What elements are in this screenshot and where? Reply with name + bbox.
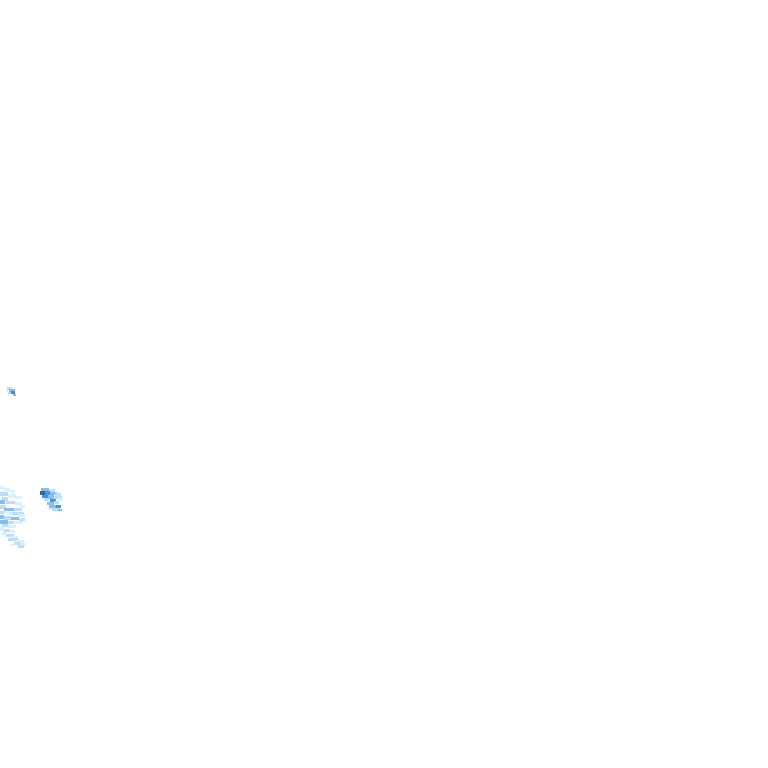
radar-echo-cell (55, 493, 61, 496)
radar-echo-cell (2, 524, 8, 527)
radar-echo-cell (12, 512, 24, 515)
radar-echo-cell (4, 529, 10, 532)
radar-echo-cell (0, 500, 5, 504)
radar-echo-cell (18, 514, 25, 517)
radar-echo-cell (18, 545, 24, 548)
radar-echo-cell (6, 390, 8, 392)
radar-echo-cell (0, 511, 5, 514)
radar-echo-cell (14, 521, 23, 524)
radar-echo-cell (41, 488, 49, 491)
radar-echo-cell (8, 538, 18, 541)
radar-echo-cell (54, 501, 59, 504)
radar-echo-cell (0, 515, 4, 519)
radar-echo-cell (13, 394, 16, 396)
radar-echo-cell (20, 543, 26, 546)
radar-echo-cell (0, 486, 4, 489)
broad-echo-southwest (0, 486, 26, 548)
radar-echo-cell (8, 521, 14, 524)
radar-echo-cell (40, 491, 45, 495)
radar-echo-cell (50, 492, 57, 495)
radar-echo-cell (20, 505, 25, 508)
radar-echo-cell (54, 496, 62, 499)
radar-echo-cell (6, 512, 12, 515)
radar-echo-cell (0, 527, 4, 531)
compact-echo-south (40, 488, 63, 511)
radar-echo-cell (47, 502, 54, 505)
radar-echo-cell (12, 536, 18, 539)
radar-echo-cell (6, 534, 14, 537)
radar-echo-cell (11, 391, 15, 394)
radar-echo-cell (8, 525, 16, 528)
radar-echo-cell (50, 499, 56, 502)
radar-echo-cell (0, 520, 8, 524)
radar-echo-cell (0, 492, 8, 496)
radar-echo-cell (42, 495, 48, 498)
radar-echo-cell (7, 387, 12, 390)
radar-echo-cell (2, 532, 7, 535)
radar-echo-cell (6, 501, 15, 504)
radar-echo-cell (44, 498, 48, 501)
radar-echo-cell (49, 505, 57, 508)
radar-echo-cell (0, 505, 6, 509)
radar-echo-cell (10, 530, 15, 533)
radar-echo-cell (11, 517, 19, 520)
radar-echo-cell (4, 516, 11, 520)
radar-echo-cell (4, 488, 10, 491)
radar-echo-cell (10, 544, 14, 546)
radar-echo-cell (8, 392, 11, 394)
radar-echo-cell (49, 489, 55, 492)
radar-echo-cell (45, 491, 50, 495)
radar-echo-cell (10, 490, 15, 493)
radar-echo-cell (14, 542, 20, 545)
radar-echo-cell (52, 508, 60, 511)
radar-echo-cell (19, 518, 25, 521)
radar-echo-cell (48, 495, 54, 499)
radar-echo-cell (16, 540, 24, 543)
radar-echo-cell (8, 494, 16, 498)
radar-echo-cell (2, 497, 8, 501)
radar-echo-cell (58, 498, 63, 501)
radar-echo-cell (16, 496, 22, 499)
radar-echo-cell (4, 508, 14, 511)
radar-echo-cell (48, 508, 52, 510)
radar-echo-cell (15, 502, 22, 505)
radar-echo-cell (14, 508, 22, 511)
radar-echo-cell (58, 509, 62, 511)
radar-echo-cell (56, 505, 61, 508)
small-echo-west (6, 387, 16, 396)
